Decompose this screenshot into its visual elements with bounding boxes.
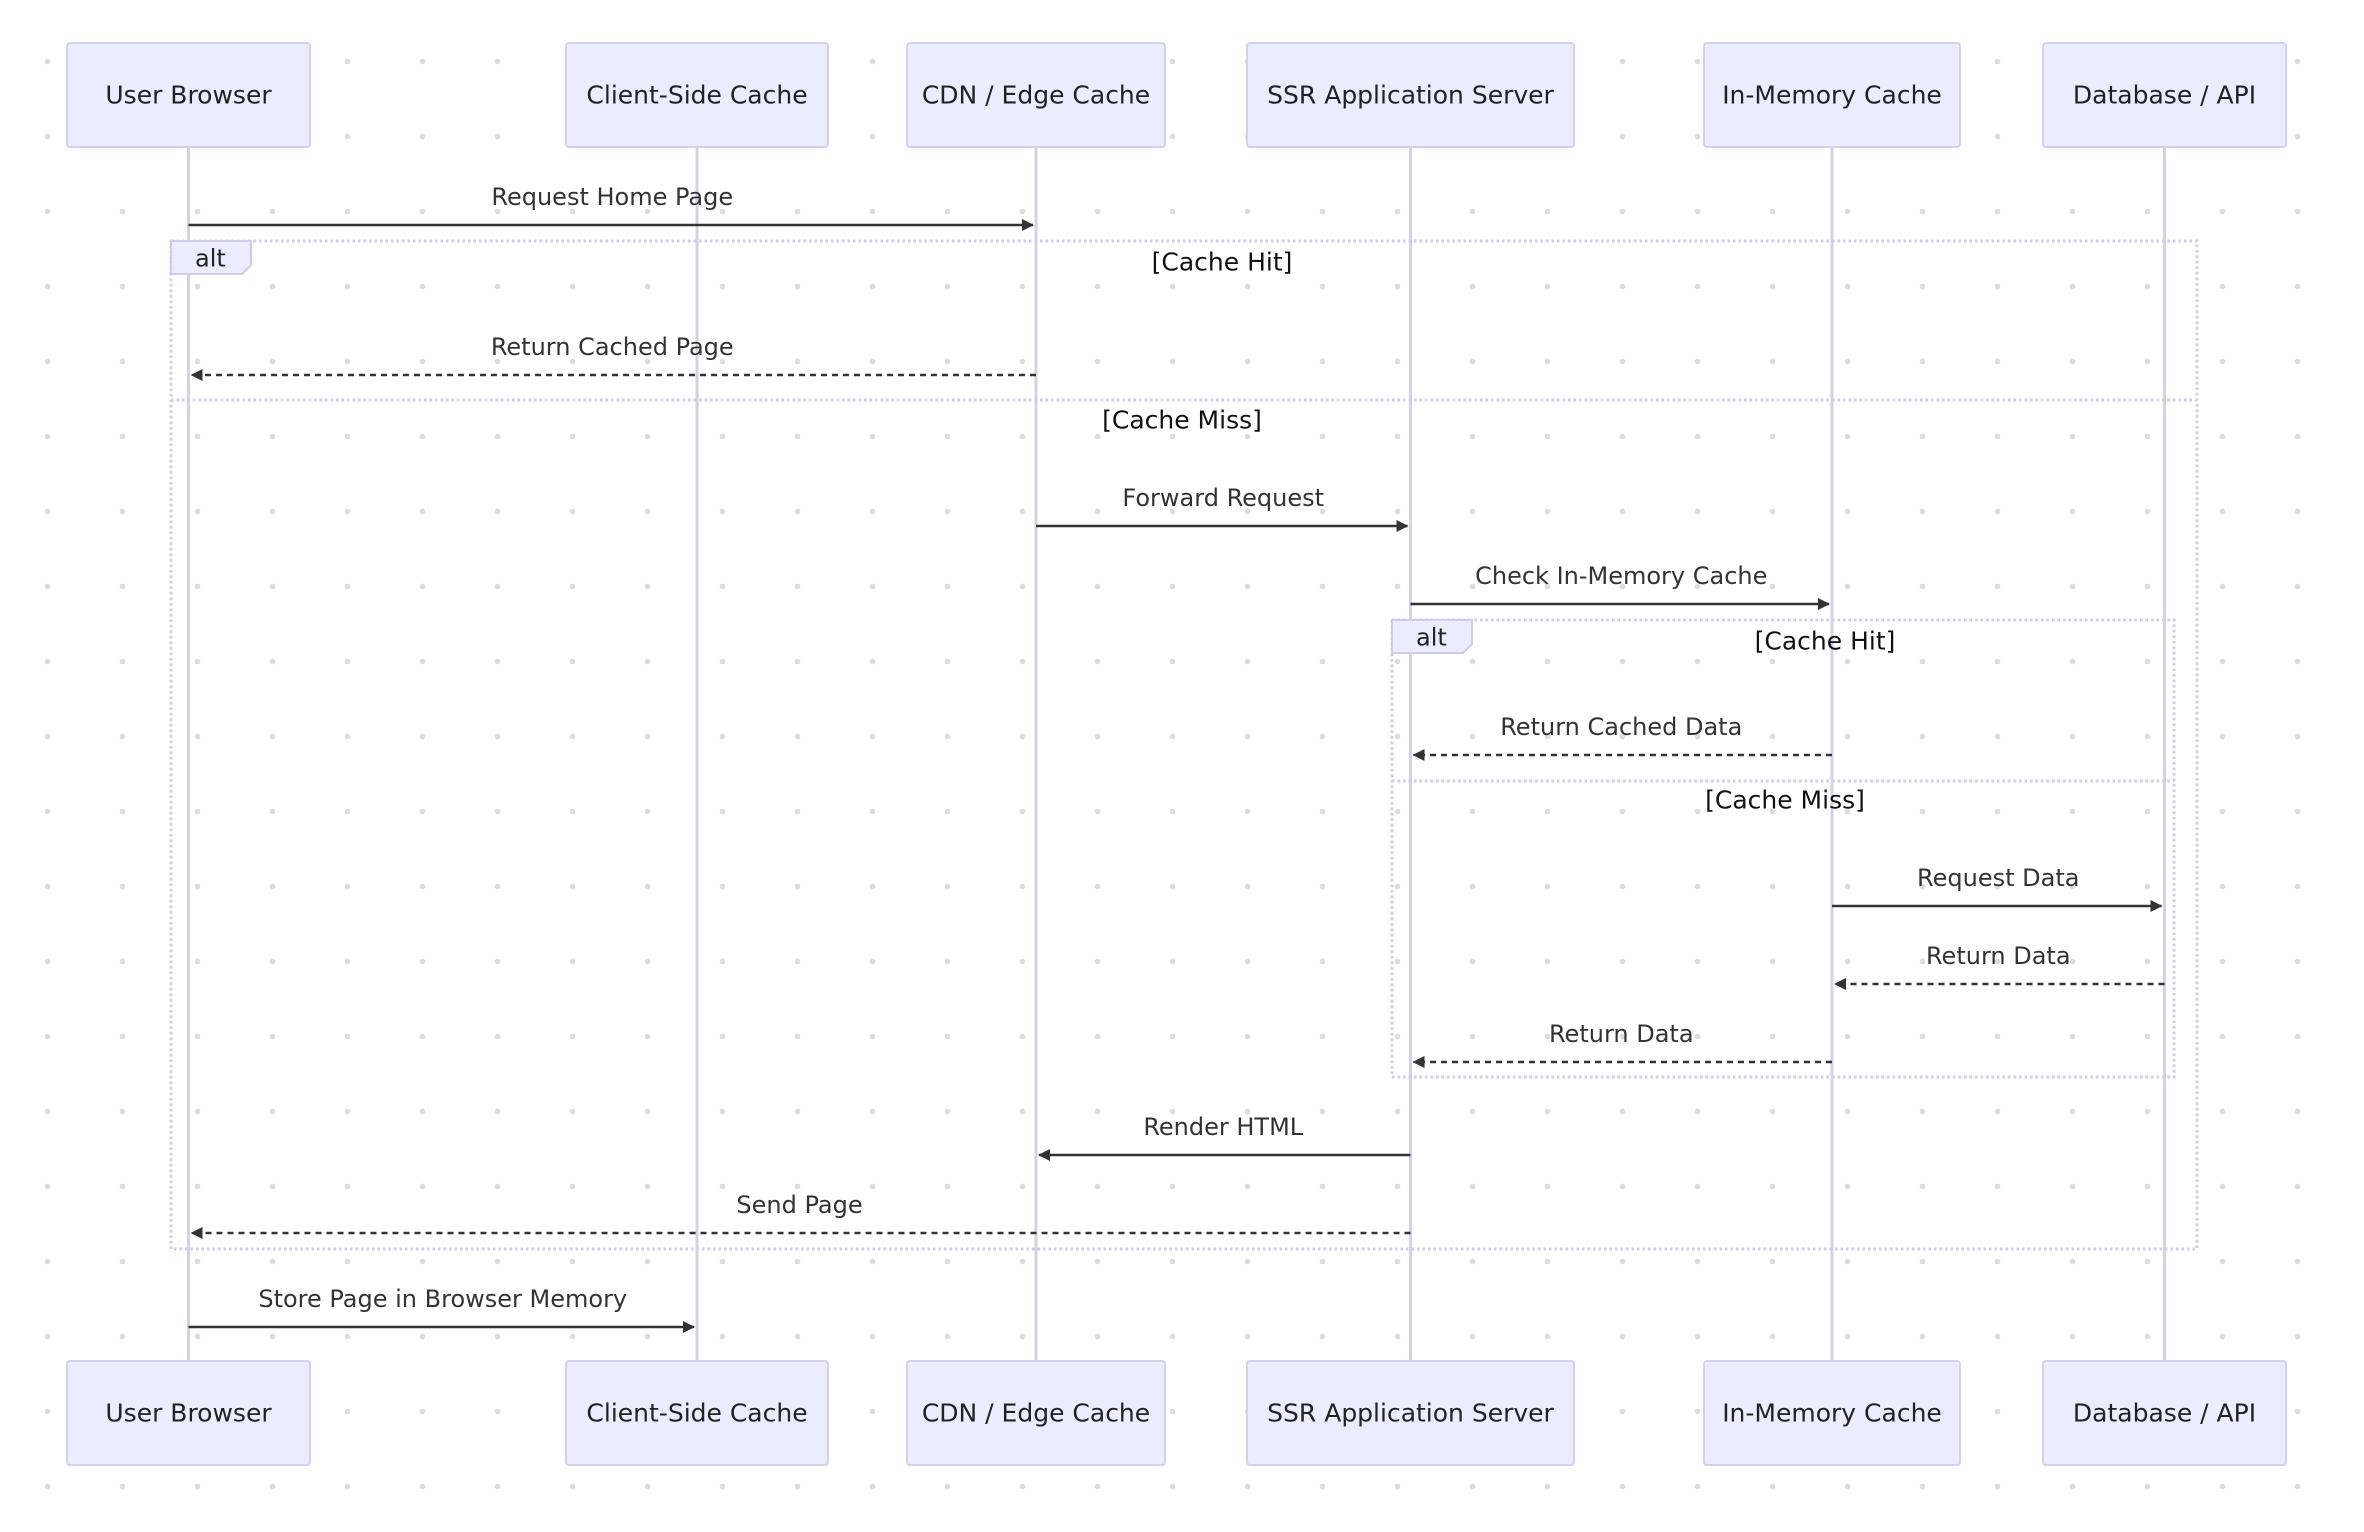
fragment-condition: [Cache Hit] <box>1152 248 1293 277</box>
participant-box <box>1246 42 1575 148</box>
message-m9: Render HTML <box>1038 1113 1411 1161</box>
participant-box <box>1703 42 1961 148</box>
message-label: Render HTML <box>1143 1113 1303 1141</box>
fragment-condition: [Cache Hit] <box>1755 627 1896 656</box>
participant-bottom-db: Database / API <box>2042 1360 2287 1466</box>
participant-top-browser: User Browser <box>66 42 311 148</box>
message-m4: Check In-Memory Cache <box>1410 562 1830 610</box>
participant-top-db: Database / API <box>2042 42 2287 148</box>
message-label: Store Page in Browser Memory <box>258 1285 627 1313</box>
fragment-border <box>169 239 2199 1251</box>
participant-box <box>906 42 1166 148</box>
participant-top-ssr: SSR Application Server <box>1246 42 1575 148</box>
participant-box <box>906 1360 1166 1466</box>
message-m6: Request Data <box>1832 864 2163 912</box>
message-m5: Return Cached Data <box>1412 713 1832 761</box>
message-label: Check In-Memory Cache <box>1475 562 1767 590</box>
participant-box <box>565 1360 829 1466</box>
participant-label: SSR Application Server <box>1267 1399 1554 1428</box>
participant-box <box>2042 42 2287 148</box>
participant-box <box>66 1360 311 1466</box>
fragment-keyword: alt <box>195 245 226 273</box>
message-label: Return Data <box>1549 1020 1694 1048</box>
message-label: Send Page <box>736 1191 862 1219</box>
participant-label: SSR Application Server <box>1267 81 1554 110</box>
fragment-tab <box>170 240 252 275</box>
participant-bottom-mem_cache: In-Memory Cache <box>1703 1360 1961 1466</box>
participant-top-cdn: CDN / Edge Cache <box>906 42 1166 148</box>
message-label: Return Cached Data <box>1500 713 1742 741</box>
message-m8: Return Data <box>1412 1020 1832 1068</box>
participant-label: Client-Side Cache <box>586 81 807 110</box>
message-m11: Store Page in Browser Memory <box>188 1285 695 1333</box>
participant-box <box>565 42 829 148</box>
participant-label: CDN / Edge Cache <box>922 81 1150 110</box>
participant-label: User Browser <box>105 81 272 110</box>
alt-fragment-outer: alt [Cache Hit] [Cache Miss] <box>169 239 2199 1251</box>
message-label: Request Home Page <box>491 183 733 211</box>
participant-box <box>66 42 311 148</box>
fragment-condition: [Cache Miss] <box>1705 786 1865 815</box>
participant-top-mem_cache: In-Memory Cache <box>1703 42 1961 148</box>
participant-bottom-cdn: CDN / Edge Cache <box>906 1360 1166 1466</box>
alt-fragment-inner: alt [Cache Hit] [Cache Miss] <box>1390 618 2176 1079</box>
participant-bottom-ssr: SSR Application Server <box>1246 1360 1575 1466</box>
participant-label: Database / API <box>2073 1399 2256 1428</box>
fragment-border <box>1390 618 2176 1079</box>
participant-bottom-client_cache: Client-Side Cache <box>565 1360 829 1466</box>
fragment-condition: [Cache Miss] <box>1102 406 1262 435</box>
fragment-tab <box>1391 619 1473 654</box>
participant-label: In-Memory Cache <box>1722 81 1942 110</box>
participant-bottom-browser: User Browser <box>66 1360 311 1466</box>
message-label: Return Data <box>1926 942 2071 970</box>
participant-label: Database / API <box>2073 81 2256 110</box>
fragment-keyword: alt <box>1416 624 1447 652</box>
participant-label: User Browser <box>105 1399 272 1428</box>
participant-box <box>1246 1360 1575 1466</box>
message-m1: Request Home Page <box>188 183 1034 231</box>
participant-label: In-Memory Cache <box>1722 1399 1942 1428</box>
participant-box <box>2042 1360 2287 1466</box>
message-m3: Forward Request <box>1036 484 1409 532</box>
message-label: Forward Request <box>1122 484 1324 512</box>
message-m7: Return Data <box>1834 942 2165 990</box>
message-m2: Return Cached Page <box>190 333 1036 381</box>
message-label: Request Data <box>1917 864 2079 892</box>
participant-box <box>1703 1360 1961 1466</box>
participant-label: CDN / Edge Cache <box>922 1399 1150 1428</box>
participant-top-client_cache: Client-Side Cache <box>565 42 829 148</box>
participant-label: Client-Side Cache <box>586 1399 807 1428</box>
message-label: Return Cached Page <box>491 333 734 361</box>
message-m10: Send Page <box>190 1191 1411 1239</box>
